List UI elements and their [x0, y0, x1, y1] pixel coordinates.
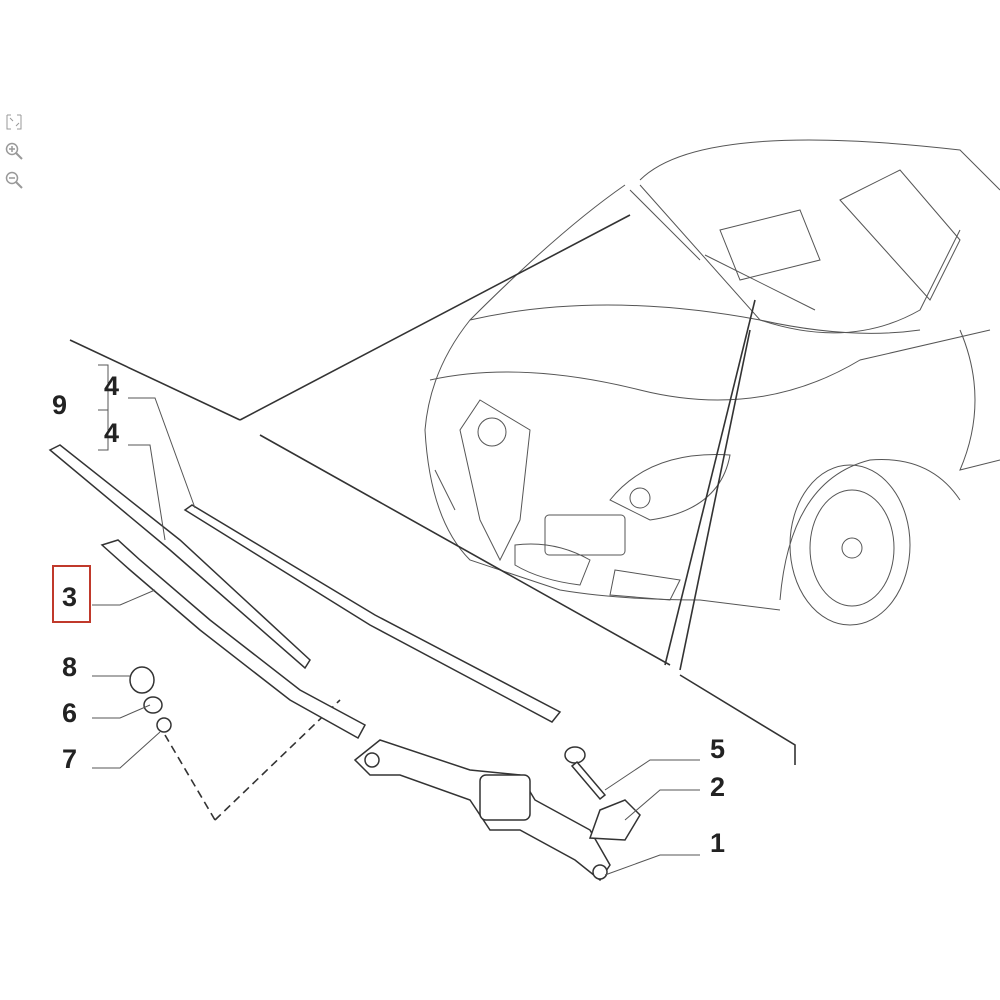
callout-4-blade-left[interactable]: 4 [104, 418, 119, 448]
callout-8[interactable]: 8 [62, 652, 77, 682]
wiper-linkage-motor[interactable] [353, 739, 611, 882]
leader-lines [69, 214, 796, 821]
wiper-blade-left[interactable] [48, 444, 311, 670]
callout-6[interactable]: 6 [62, 698, 77, 728]
callout-3-highlight [52, 565, 91, 623]
callout-leaders [92, 364, 700, 876]
car-illustration [424, 139, 1000, 626]
fit-to-screen-icon[interactable] [4, 112, 24, 132]
callout-2[interactable]: 2 [710, 772, 725, 802]
callout-5[interactable]: 5 [710, 734, 725, 764]
cap-nut[interactable] [129, 666, 155, 694]
washer[interactable] [143, 696, 163, 714]
callout-4-blade-right[interactable]: 4 [104, 371, 119, 401]
callout-3[interactable]: 3 [62, 582, 77, 612]
wiper-blade-right[interactable] [183, 504, 562, 723]
nut[interactable] [156, 717, 172, 733]
zoom-in-icon[interactable] [4, 141, 24, 161]
bolt[interactable] [564, 746, 607, 801]
zoom-out-icon[interactable] [4, 170, 24, 190]
wiper-arm[interactable] [100, 539, 367, 740]
pad[interactable] [588, 799, 641, 841]
callout-1[interactable]: 1 [710, 828, 725, 858]
callout-9[interactable]: 9 [52, 390, 67, 420]
viewer-toolbar [4, 112, 26, 199]
callout-7[interactable]: 7 [62, 744, 77, 774]
